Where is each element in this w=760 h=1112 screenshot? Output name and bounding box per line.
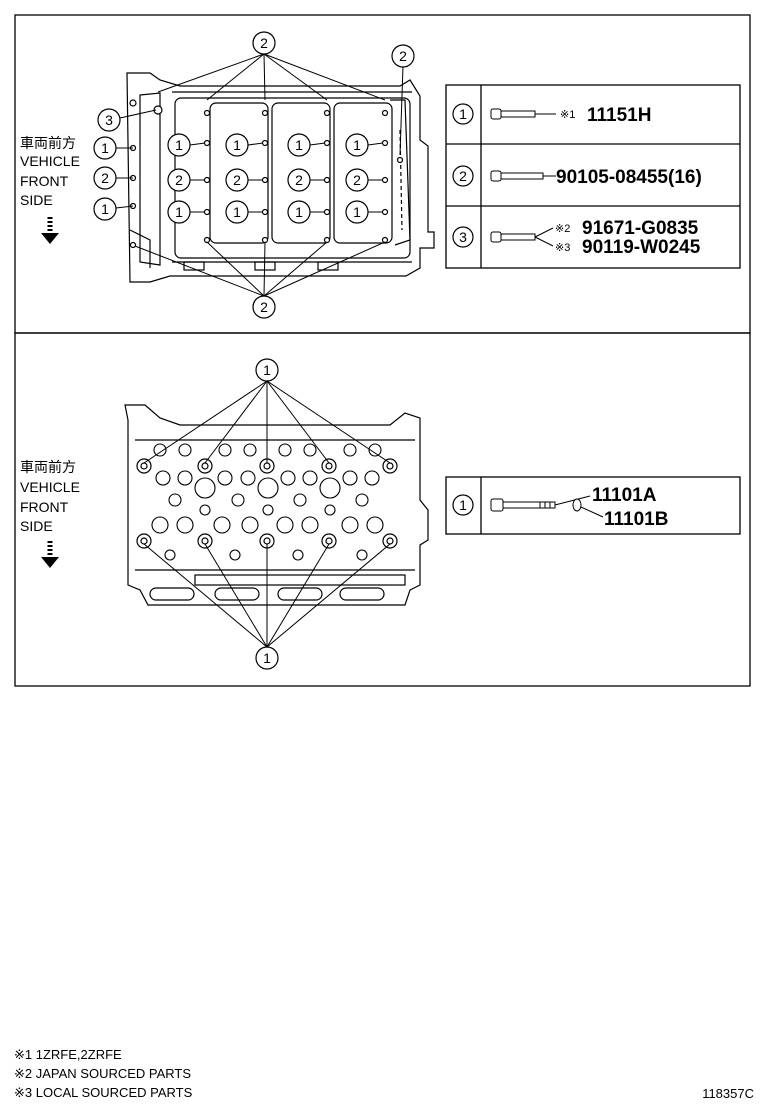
front-arrow-icon xyxy=(41,217,59,244)
callout-2-col3-mid: 2 xyxy=(287,168,311,192)
lower-parts-table: 1 11101A 11101B xyxy=(445,476,741,535)
svg-text:2: 2 xyxy=(295,172,303,188)
svg-text:1: 1 xyxy=(295,137,303,153)
front-label-line1-lower: VEHICLE xyxy=(20,479,80,495)
svg-text:2: 2 xyxy=(101,170,109,186)
callout-2-left: 2 xyxy=(93,166,117,190)
row3-part-number-a: 91671-G0835 xyxy=(582,218,699,239)
table-row-3: 3 ※2 91671-G0835 ※3 90119-W0245 xyxy=(452,218,701,258)
lower-callouts: 1 1 xyxy=(255,358,279,670)
footnote-1: ※1 1ZRFE,2ZRFE xyxy=(14,1047,122,1062)
svg-text:1: 1 xyxy=(175,204,183,220)
row1-index: 1 xyxy=(459,106,467,122)
bolt-long-icon xyxy=(490,170,556,182)
svg-text:2: 2 xyxy=(260,299,268,315)
bolt-short-icon xyxy=(490,108,556,120)
svg-text:2: 2 xyxy=(175,172,183,188)
row3-index: 3 xyxy=(459,229,467,245)
front-arrow-icon-lower xyxy=(41,541,59,568)
front-label-line3: SIDE xyxy=(20,192,53,208)
upper-callouts: 2 2 2 3 1 2 1 1 1 1 1 2 2 2 2 1 1 1 1 xyxy=(93,31,415,319)
svg-text:1: 1 xyxy=(353,204,361,220)
callout-1-col3-top: 1 xyxy=(287,133,311,157)
front-label-line1: VEHICLE xyxy=(20,153,80,169)
head-bolt-icon xyxy=(490,495,591,512)
front-label-jp-lower: 車両前方 xyxy=(20,459,76,475)
callout-1-left-b: 1 xyxy=(93,197,117,221)
svg-text:2: 2 xyxy=(233,172,241,188)
cylinder-head-holes xyxy=(151,443,384,561)
footnotes: ※1 1ZRFE,2ZRFE ※2 JAPAN SOURCED PARTS ※3… xyxy=(14,1047,193,1100)
callout-1-col4-bot: 1 xyxy=(345,200,369,224)
upper-leader-lines xyxy=(115,53,404,297)
callout-1-col2-top: 1 xyxy=(225,133,249,157)
callout-1-left-a: 1 xyxy=(93,136,117,160)
callout-2-col1-mid: 2 xyxy=(167,168,191,192)
lower-row1-index: 1 xyxy=(459,497,467,513)
front-label-line2: FRONT xyxy=(20,173,69,189)
svg-text:3: 3 xyxy=(105,112,113,128)
bolt-medium-icon xyxy=(490,227,554,247)
svg-text:1: 1 xyxy=(233,204,241,220)
row1-part-number: 11151H xyxy=(587,105,651,126)
lower-leader-lines xyxy=(143,380,391,648)
svg-text:1: 1 xyxy=(233,137,241,153)
callout-1-col1-top: 1 xyxy=(167,133,191,157)
callout-2-top: 2 xyxy=(252,31,276,55)
upper-parts-table: 1 ※1 11151H 2 90105-08455(16) 3 xyxy=(445,84,741,269)
svg-text:1: 1 xyxy=(101,201,109,217)
lower-panel-frame xyxy=(14,332,751,687)
table-row-1: 1 ※1 11151H xyxy=(452,103,651,126)
head-bolt-holes xyxy=(136,458,398,549)
svg-text:1: 1 xyxy=(263,362,271,378)
svg-text:1: 1 xyxy=(175,137,183,153)
front-label-line2-lower: FRONT xyxy=(20,499,69,515)
callout-2-col2-mid: 2 xyxy=(225,168,249,192)
footnote-3: ※3 LOCAL SOURCED PARTS xyxy=(14,1085,193,1100)
svg-text:1: 1 xyxy=(295,204,303,220)
row3-mark-b: ※3 xyxy=(555,242,570,254)
callout-1-lower-bottom: 1 xyxy=(255,646,279,670)
svg-text:1: 1 xyxy=(263,650,271,666)
cylinder-head-drawing xyxy=(124,404,429,606)
row3-part-number-b: 90119-W0245 xyxy=(582,237,701,258)
lower-part-number-a: 11101A xyxy=(592,485,657,506)
footnote-2: ※2 JAPAN SOURCED PARTS xyxy=(14,1066,191,1081)
figure-id: 118357C xyxy=(702,1086,754,1101)
svg-text:2: 2 xyxy=(353,172,361,188)
callout-2-col4-mid: 2 xyxy=(345,168,369,192)
callout-1-col3-bot: 1 xyxy=(287,200,311,224)
callout-1-col1-bot: 1 xyxy=(167,200,191,224)
callout-3-left: 3 xyxy=(97,108,121,132)
svg-text:1: 1 xyxy=(353,137,361,153)
callout-2-bottom: 2 xyxy=(252,295,276,319)
front-label-jp: 車両前方 xyxy=(20,135,76,151)
washer-icon xyxy=(572,498,604,518)
front-label-line3-lower: SIDE xyxy=(20,518,53,534)
lower-front-label: 車両前方 VEHICLE FRONT SIDE xyxy=(20,459,80,568)
upper-front-label: 車両前方 VEHICLE FRONT SIDE xyxy=(20,135,80,244)
callout-1-col4-top: 1 xyxy=(345,133,369,157)
row3-mark-a: ※2 xyxy=(555,223,570,235)
svg-text:2: 2 xyxy=(399,48,407,64)
callout-1-lower-top: 1 xyxy=(255,358,279,382)
row2-index: 2 xyxy=(459,168,467,184)
svg-text:2: 2 xyxy=(260,35,268,51)
callout-1-col2-bot: 1 xyxy=(225,200,249,224)
row2-part-number: 90105-08455(16) xyxy=(556,167,702,188)
row1-mark: ※1 xyxy=(560,109,575,121)
callout-2-right: 2 xyxy=(391,44,415,68)
lower-part-number-b: 11101B xyxy=(604,509,668,530)
table-row-2: 2 90105-08455(16) xyxy=(452,165,702,188)
svg-text:1: 1 xyxy=(101,140,109,156)
